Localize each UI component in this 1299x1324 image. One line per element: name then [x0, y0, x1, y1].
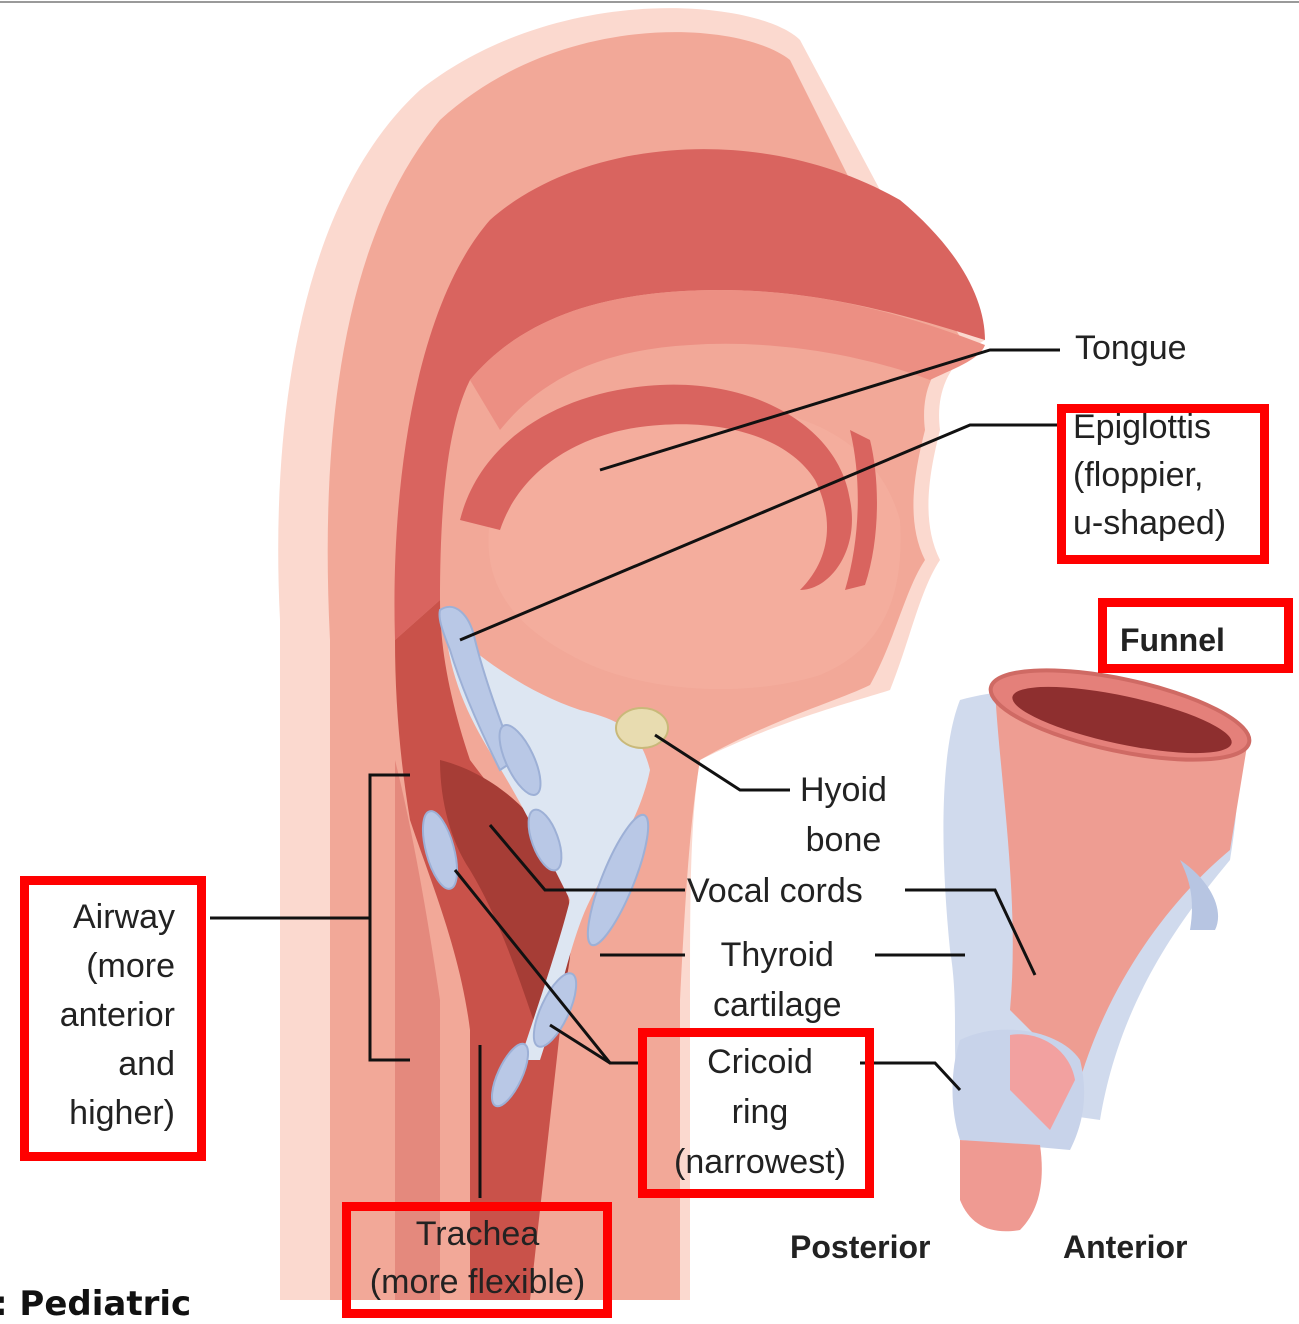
hyoid-bone-shape [616, 708, 668, 748]
highlight-box-epiglottis [1057, 404, 1269, 564]
label-vocal-cords: Vocal cords [687, 866, 863, 916]
highlight-box-trachea [342, 1202, 612, 1318]
highlight-box-airway [20, 876, 206, 1161]
highlight-box-funnel [1098, 598, 1293, 673]
slide-caption: : Pediatric [0, 1284, 191, 1324]
label-thyroid-cartilage: Thyroid cartilage [713, 930, 842, 1030]
funnel-larynx [943, 652, 1256, 1231]
label-posterior: Posterior [790, 1222, 930, 1272]
label-anterior: Anterior [1063, 1222, 1187, 1272]
label-hyoid-bone: Hyoid bone [800, 765, 887, 865]
label-tongue: Tongue [1075, 323, 1187, 373]
highlight-box-cricoid [638, 1028, 874, 1198]
